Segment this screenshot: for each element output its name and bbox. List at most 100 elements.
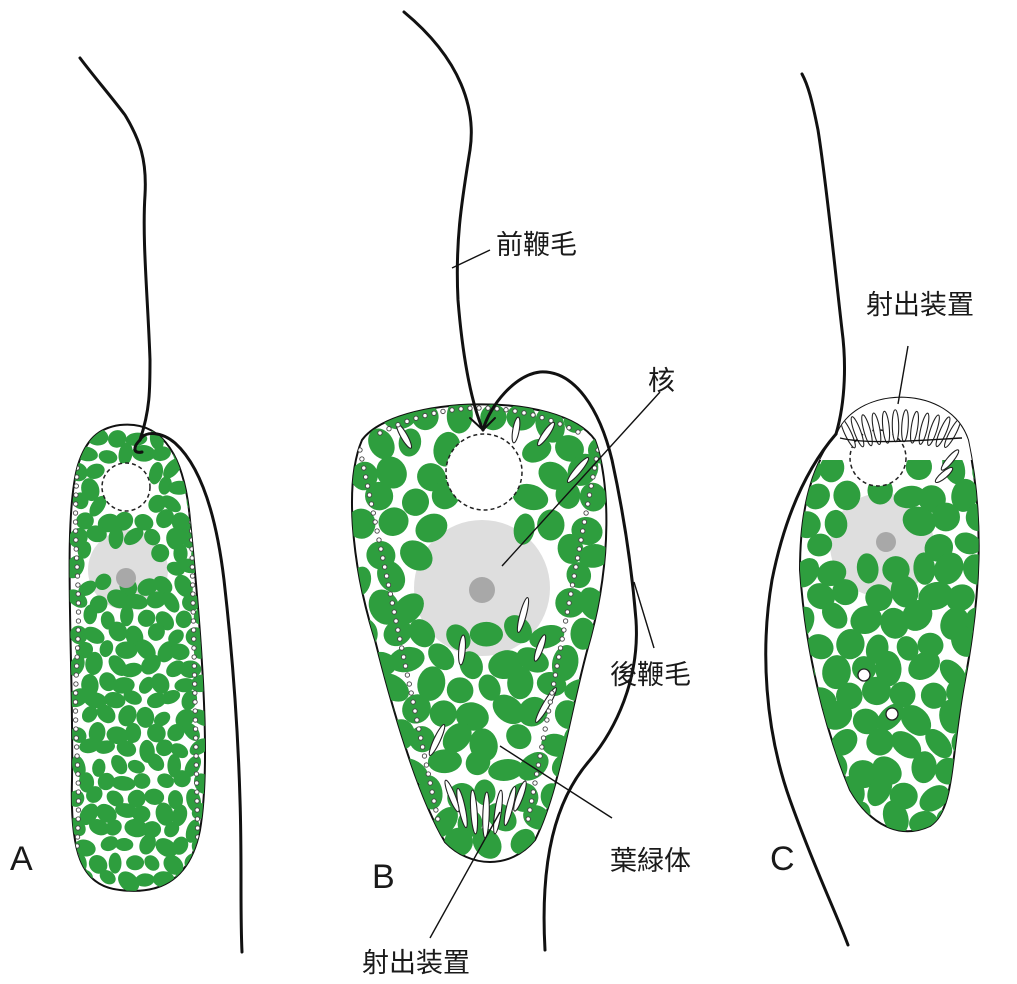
granule — [477, 406, 481, 410]
granule — [513, 409, 517, 413]
granule — [190, 538, 194, 542]
granule — [526, 817, 530, 821]
granule — [405, 673, 409, 677]
granule — [193, 709, 197, 713]
granule — [390, 601, 394, 605]
granule — [73, 718, 77, 722]
granule — [76, 799, 80, 803]
granule — [362, 466, 366, 470]
chloroplast — [407, 832, 445, 868]
granule — [377, 538, 381, 542]
granule — [409, 691, 413, 695]
granule — [381, 556, 385, 560]
granule — [189, 493, 193, 497]
chloroplast — [374, 777, 413, 817]
granule — [373, 520, 377, 524]
granule — [360, 457, 364, 461]
granule — [591, 475, 595, 479]
granule — [563, 619, 567, 623]
granule — [565, 610, 569, 614]
chloroplast — [343, 719, 380, 754]
granule — [529, 799, 533, 803]
granule — [194, 781, 198, 785]
granule — [384, 574, 388, 578]
granule — [587, 493, 591, 497]
granule — [195, 790, 199, 794]
granule — [432, 799, 436, 803]
granule — [192, 655, 196, 659]
granule — [415, 718, 419, 722]
chloroplast — [582, 688, 622, 733]
granule — [76, 628, 80, 632]
cell-b — [339, 12, 636, 950]
granule — [74, 682, 78, 686]
granule — [392, 610, 396, 614]
granule — [557, 655, 561, 659]
granule — [74, 727, 78, 731]
granule — [589, 484, 593, 488]
granule — [195, 799, 199, 803]
granule — [73, 511, 77, 515]
granule — [74, 547, 78, 551]
chloroplast — [789, 750, 819, 788]
granule — [76, 790, 80, 794]
granule — [558, 646, 562, 650]
granule — [581, 529, 585, 533]
granule — [574, 565, 578, 569]
granule — [383, 565, 387, 569]
granule — [411, 700, 415, 704]
granule — [73, 520, 77, 524]
granule — [193, 691, 197, 695]
granule — [400, 646, 404, 650]
granule — [191, 583, 195, 587]
granule — [76, 610, 80, 614]
granule — [196, 853, 200, 857]
granule — [546, 709, 550, 713]
granule — [73, 691, 77, 695]
granule — [76, 619, 80, 623]
granule — [75, 655, 79, 659]
granule — [422, 754, 426, 758]
granule — [531, 790, 535, 794]
granule — [74, 538, 78, 542]
granule — [191, 619, 195, 623]
granule — [398, 637, 402, 641]
granule — [414, 416, 418, 420]
granule — [195, 808, 199, 812]
granule — [192, 682, 196, 686]
chloroplast — [381, 825, 416, 861]
granule — [74, 745, 78, 749]
granule — [191, 610, 195, 614]
granule — [572, 574, 576, 578]
granule — [371, 511, 375, 515]
cell-a — [62, 58, 242, 952]
granule — [188, 448, 192, 452]
granule — [407, 682, 411, 686]
granule — [468, 406, 472, 410]
granule — [423, 413, 427, 417]
granule — [369, 502, 373, 506]
granule — [74, 493, 78, 497]
granule — [74, 736, 78, 740]
granule — [195, 826, 199, 830]
cell-c-nucleolus — [876, 532, 896, 552]
granule — [388, 592, 392, 596]
granule — [75, 754, 79, 758]
cell-a-vacuole — [102, 463, 150, 511]
cell-a-nucleolus — [116, 568, 136, 588]
granule — [536, 763, 540, 767]
chloroplast — [179, 424, 203, 449]
granule — [436, 817, 440, 821]
label-ejectisome-b: 射出装置 — [362, 948, 470, 979]
granule — [495, 407, 499, 411]
leader-ejectisome-c — [898, 346, 908, 404]
granule — [76, 772, 80, 776]
granule — [76, 592, 80, 596]
granule — [75, 565, 79, 569]
granule — [430, 790, 434, 794]
granule — [74, 484, 78, 488]
granule — [535, 772, 539, 776]
chloroplast — [567, 782, 607, 811]
cell-c-vesicle — [886, 708, 898, 720]
